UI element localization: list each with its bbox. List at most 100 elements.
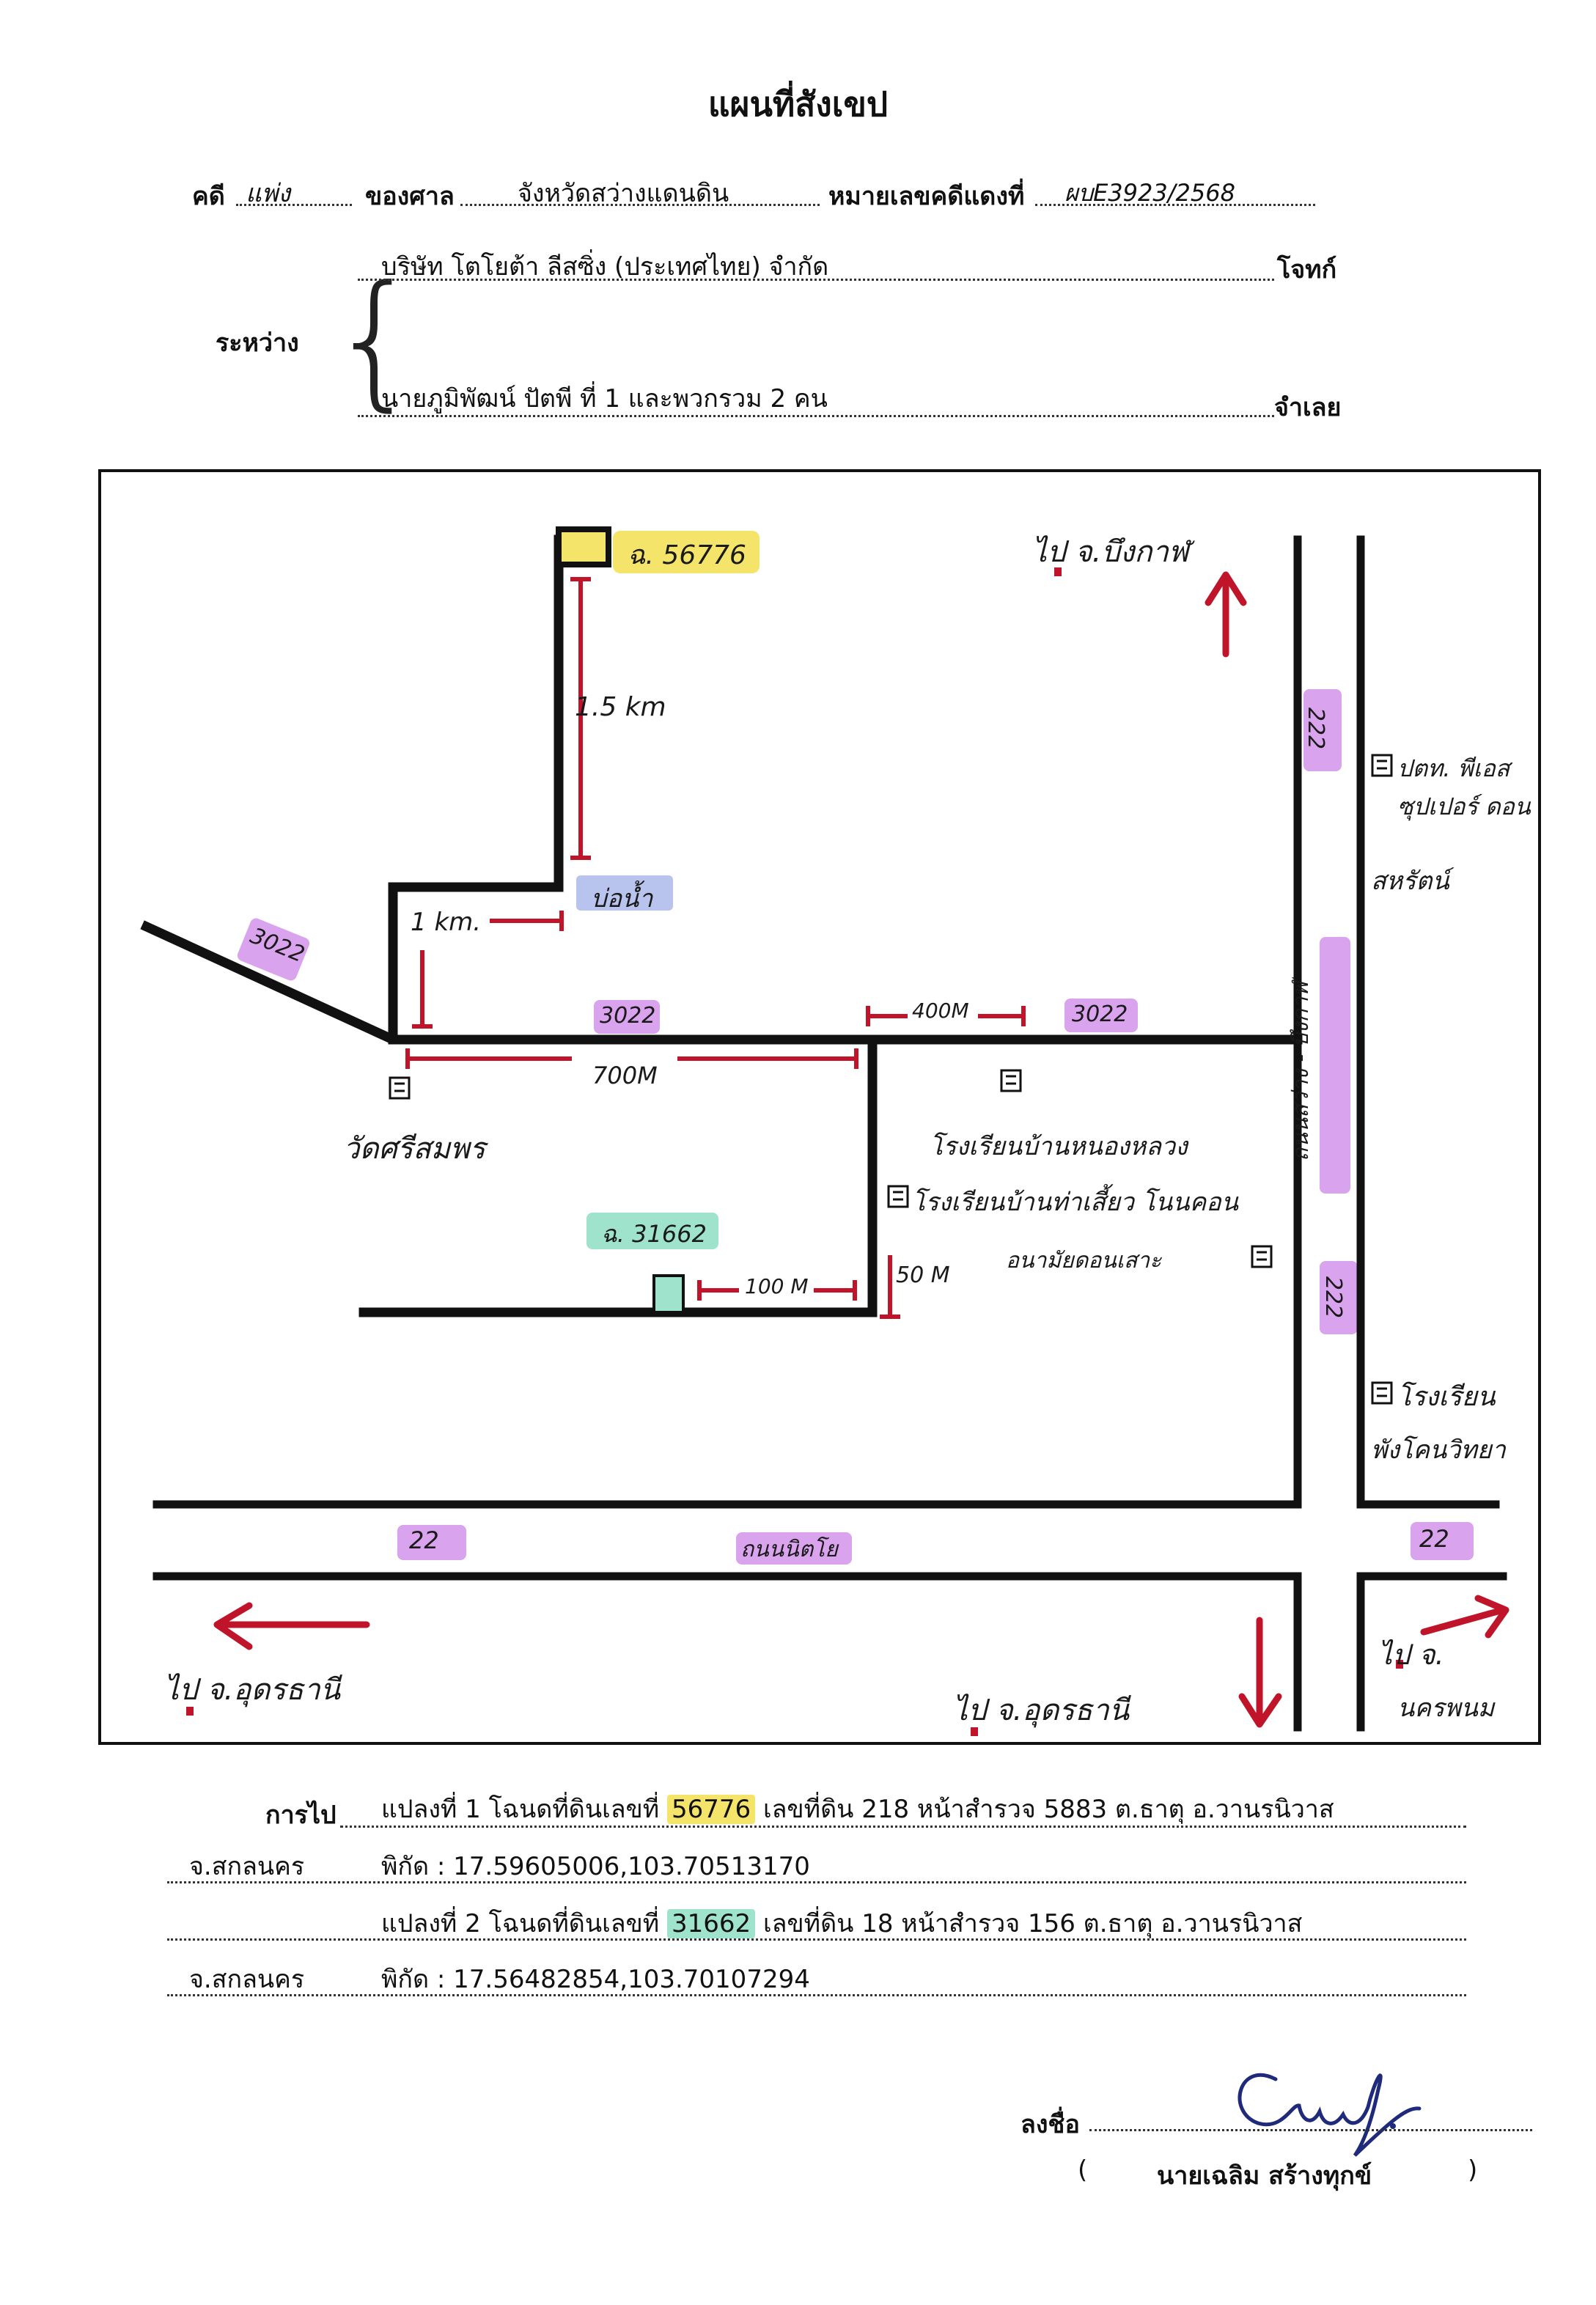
arrow-north xyxy=(1205,571,1247,658)
court-name: จังหวัดสว่างแดนดิน xyxy=(518,179,729,208)
dotted-line xyxy=(460,204,820,206)
dotted-line xyxy=(167,1994,1466,1996)
temple-label: วัดศรีสมพร xyxy=(343,1132,485,1166)
dotted-line xyxy=(358,415,1274,417)
water-well-label: บ่อน้ำ xyxy=(591,884,653,913)
defendant-name: นายภูมิพัฒน์ ปัตพี ที่ 1 และพวกรวม 2 คน xyxy=(381,384,828,413)
distance-50m: 50 M xyxy=(896,1262,950,1288)
landmark-ptt-line2: สหรัตน์ xyxy=(1371,867,1449,896)
arrow-west xyxy=(213,1602,370,1650)
plot-a-label: ฉ. 56776 xyxy=(628,540,746,570)
water-well-badge xyxy=(576,875,673,911)
distance-700m: 700M xyxy=(592,1062,658,1089)
sketch-map xyxy=(98,469,1541,1745)
signer-open-paren: ( xyxy=(1078,2155,1088,2185)
direction-to-udon-mid: ไป จ.อุดรธานี xyxy=(953,1694,1130,1727)
dotted-line xyxy=(340,1826,1466,1828)
health-center-label: อนามัยดอนเสาะ xyxy=(1006,1248,1162,1273)
defendant-role: จำเลย xyxy=(1274,393,1342,422)
school-2-label: โรงเรียนบ้านท่าเสี้ยว โนนคอน xyxy=(912,1188,1238,1217)
road-3022 xyxy=(140,920,1303,1045)
plot-2-description: แปลงที่ 2 โฉนดที่ดินเลขที่ 31662 เลขที่ด… xyxy=(381,1903,1302,1943)
direction-to-nakhon-phanom-line2: นครพนม xyxy=(1397,1694,1495,1723)
distance-markers xyxy=(405,577,1026,1319)
dist-50m-marker xyxy=(880,1255,900,1319)
road-222-name-badge xyxy=(1320,937,1350,1194)
red-case-no-label: หมายเลขคดีแดงที่ xyxy=(828,182,1025,211)
roads xyxy=(140,534,1303,1317)
ptt-symbol xyxy=(1371,754,1393,777)
road-3022-badge-b xyxy=(594,1000,660,1034)
plot-1-description: แปลงที่ 1 โฉนดที่ดินเลขที่ 56776 เลขที่ด… xyxy=(381,1789,1334,1828)
court-label: ของศาล xyxy=(365,182,455,211)
plot-2-prefix: แปลงที่ 2 โฉนดที่ดินเลขที่ xyxy=(381,1909,667,1938)
road-222-badge-a xyxy=(1303,689,1342,771)
direction-to-bueng-kan: ไป จ.บึงกาฬ xyxy=(1032,535,1189,569)
signer-close-paren: ) xyxy=(1468,2155,1478,2185)
school-3-line1: โรงเรียน xyxy=(1397,1382,1496,1412)
dist-100m-right xyxy=(814,1280,857,1301)
road-222-badge-b xyxy=(1320,1261,1358,1334)
dist-100m-left xyxy=(697,1280,739,1301)
plot-1-suffix: เลขที่ดิน 218 หน้าสำรวจ 5883 ต.ธาตุ อ.วา… xyxy=(755,1795,1334,1824)
road-22-name-badge xyxy=(736,1532,852,1565)
red-dots xyxy=(186,567,1403,1736)
between-label: ระหว่าง xyxy=(216,328,299,358)
road-22-label-b: 22 xyxy=(1419,1525,1449,1553)
dotted-line xyxy=(358,279,1274,281)
plot-2-deed-number: 31662 xyxy=(667,1909,756,1938)
plot-b-badge xyxy=(586,1213,718,1249)
road-22-name: ถนนนิตโย xyxy=(740,1537,838,1562)
route-label: การไป xyxy=(265,1801,337,1830)
sign-label: ลงชื่อ xyxy=(1021,2110,1080,2139)
arrow-east xyxy=(1420,1595,1509,1639)
case-type: แพ่ง xyxy=(246,179,290,208)
distance-1km: 1 km. xyxy=(411,908,482,937)
dotted-line xyxy=(1035,204,1315,206)
arrow-south xyxy=(1238,1617,1282,1728)
direction-arrows xyxy=(213,571,1509,1728)
plaintiff-name: บริษัท โตโยต้า ลีสซิ่ง (ประเทศไทย) จำกัด xyxy=(381,252,829,282)
road-22-badge-b xyxy=(1411,1522,1474,1560)
direction-to-udon-left: ไป จ.อุดรธานี xyxy=(164,1673,341,1707)
school-2-symbol xyxy=(887,1185,909,1208)
dotted-line xyxy=(167,1938,1466,1941)
highway-lines xyxy=(152,535,1507,1732)
road-3022-label-c: 3022 xyxy=(1072,1001,1128,1027)
landmark-symbols xyxy=(389,754,1393,1405)
dotted-line xyxy=(167,1881,1466,1883)
dist-1-5km-marker xyxy=(570,577,591,860)
distance-400m: 400M xyxy=(912,999,969,1023)
school-1-symbol xyxy=(1000,1069,1022,1092)
dist-1km-right xyxy=(490,911,564,931)
dist-700m-right xyxy=(677,1048,858,1069)
road-3022-badge-a xyxy=(237,918,310,981)
dist-400m-right xyxy=(978,1006,1026,1026)
school-1-label: โรงเรียนบ้านหนองหลวง xyxy=(930,1132,1188,1161)
case-label: คดี xyxy=(192,182,225,211)
province-1: จ.สกลนคร xyxy=(189,1852,305,1881)
dotted-line xyxy=(236,204,352,206)
health-center-symbol xyxy=(1251,1245,1273,1268)
plot-2-suffix: เลขที่ดิน 18 หน้าสำรวจ 156 ต.ธาตุ อ.วานร… xyxy=(755,1909,1303,1938)
school-3-line2: พังโคนวิทยา xyxy=(1371,1435,1506,1465)
road-3022-badge-c xyxy=(1064,999,1138,1032)
road-22-south-edge-west xyxy=(152,1572,1302,1732)
plot-a-square xyxy=(556,526,611,567)
red-case-no-value: ผบE3923/2568 xyxy=(1064,179,1235,207)
road-3022-label-b: 3022 xyxy=(600,1003,656,1029)
page-title: แผนที่สังเขป xyxy=(707,84,889,124)
plot-1-deed-number: 56776 xyxy=(667,1795,756,1824)
road-22-label-a: 22 xyxy=(409,1526,439,1554)
signer-name: นายเฉลิม สร้างทุกข์ xyxy=(1157,2161,1372,2191)
province-2: จ.สกลนคร xyxy=(189,1965,305,1994)
dist-1km-left xyxy=(412,950,433,1029)
plot-a-badge xyxy=(613,531,760,573)
landmark-ptt-line1: ปตท. พีเอส ซุปเปอร์ ดอน xyxy=(1397,754,1531,820)
plot-1-prefix: แปลงที่ 1 โฉนดที่ดินเลขที่ xyxy=(381,1795,667,1824)
plaintiff-role: โจทก์ xyxy=(1277,255,1337,284)
plot-b-label: ฉ. 31662 xyxy=(601,1220,707,1248)
distance-1-5km: 1.5 km xyxy=(575,692,666,722)
